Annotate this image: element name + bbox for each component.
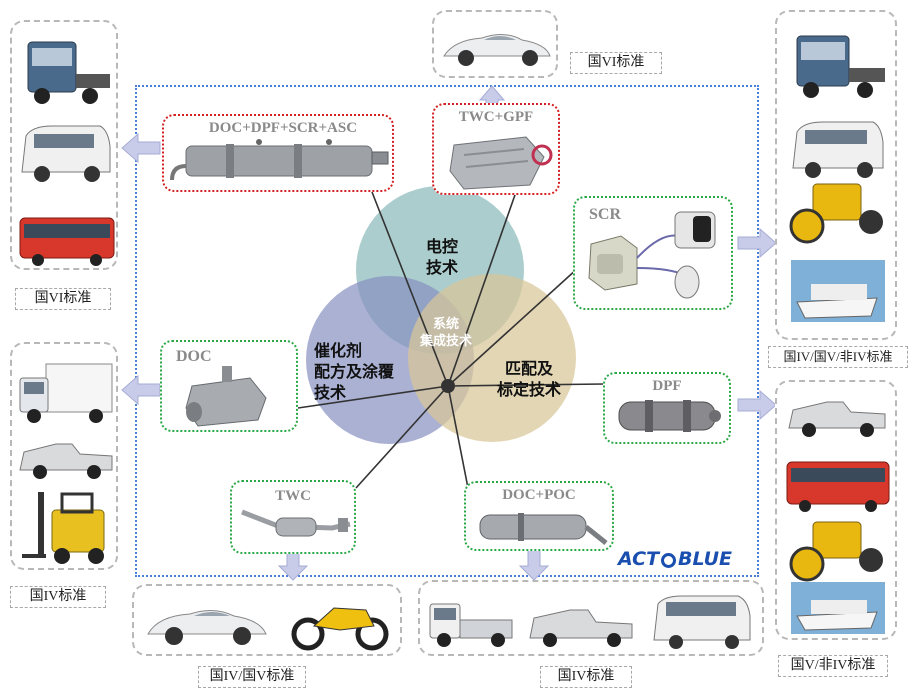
product-title: SCR: [589, 206, 622, 223]
vehicle-icons-left-bottom: [19, 363, 113, 564]
road-roller-icon: [789, 521, 883, 582]
standard-label-left-top: 国VI标准: [15, 288, 111, 310]
product-title: DOC+POC: [502, 487, 576, 503]
product-scr: SCR: [573, 196, 733, 310]
brand-logo: ACT BLUE: [618, 548, 754, 574]
vehicle-group-right-top: [775, 10, 897, 340]
pickup-icon: [19, 443, 113, 479]
product-title: DOC+DPF+SCR+ASC: [208, 120, 358, 136]
circle-label-electronic-control: 电控 技术: [425, 237, 458, 277]
twc-pipe-icon: [241, 509, 351, 537]
arrow-left-icon: [121, 374, 161, 406]
vehicle-group-left-top: [10, 20, 118, 270]
arrow-down-icon: [518, 549, 550, 581]
arrow-right-icon: [737, 389, 777, 421]
product-title: DOC: [176, 348, 212, 365]
vehicle-group-left-bottom: [10, 342, 118, 570]
doc-poc-icon: [479, 513, 608, 545]
vehicle-group-bottom-left: [132, 584, 402, 656]
sports-car-icon: [147, 610, 267, 645]
vehicle-icons-bottom-right: [429, 595, 751, 649]
product-title: TWC: [275, 488, 311, 504]
truck-tractor-icon: [796, 35, 885, 98]
vehicle-icons-bottom-left: [147, 607, 389, 651]
exhaust-system-icon: [170, 139, 389, 181]
city-bus-icon: [786, 461, 890, 512]
vehicle-group-bottom-right: [418, 580, 764, 656]
product-title: DPF: [652, 378, 682, 394]
doc-converter-icon: [185, 366, 267, 427]
vehicle-icons-right-top: [789, 35, 885, 322]
standard-label-bottom-right: 国IV标准: [540, 666, 632, 688]
product-doc-dpf-scr-asc: DOC+DPF+SCR+ASC: [162, 114, 394, 192]
scr-system-icon: [588, 211, 716, 299]
standard-label-right-bottom: 国V/非IV标准: [778, 655, 888, 677]
product-twc: TWC: [230, 480, 356, 554]
product-dpf: DPF: [603, 372, 731, 444]
product-title: TWC+GPF: [458, 109, 534, 125]
system-frame: [135, 85, 759, 577]
circle-label-calibration: 匹配及 标定技术: [496, 359, 561, 399]
product-doc: DOC: [160, 340, 298, 432]
arrow-right-icon: [737, 227, 777, 259]
pickup-icon: [529, 609, 633, 647]
light-truck-icon: [429, 603, 513, 647]
motorcycle-icon: [291, 607, 389, 651]
dpf-filter-icon: [618, 400, 721, 432]
arrow-up-icon: [478, 85, 506, 105]
truck-tractor-icon: [27, 41, 110, 104]
box-truck-icon: [19, 363, 113, 423]
sports-car-icon: [443, 34, 551, 66]
vehicle-group-top: [432, 10, 558, 78]
city-bus-icon: [19, 217, 115, 266]
minivan-icon: [653, 595, 751, 649]
brand-logo-part2: BLUE: [678, 548, 732, 570]
standard-label-left-bottom: 国IV标准: [10, 586, 106, 608]
arrow-left-icon: [121, 132, 161, 164]
product-doc-poc: DOC+POC: [464, 481, 614, 551]
standard-label-right-top: 国IV/国V/非IV标准: [768, 346, 908, 368]
pickup-icon: [788, 401, 886, 437]
standard-label-top: 国VI标准: [570, 52, 662, 74]
van-icon: [792, 121, 884, 178]
vehicle-icons-right-bottom: [786, 401, 890, 634]
forklift-icon: [22, 492, 105, 564]
brand-logo-part1: ACT: [618, 548, 660, 570]
vehicle-icons-left-top: [19, 41, 115, 266]
hub-dot: [441, 379, 455, 393]
brand-logo-circle-icon: [661, 553, 677, 568]
circle-label-catalyst: 催化剂 配方及涂覆 技术: [314, 341, 395, 402]
vehicle-group-right-bottom: [775, 380, 897, 640]
cruise-ship-icon: [791, 582, 885, 634]
road-roller-icon: [789, 183, 883, 244]
standard-label-bottom-left: 国IV/国V标准: [198, 666, 306, 688]
cruise-ship-icon: [791, 260, 885, 322]
van-icon: [21, 125, 111, 182]
product-twc-gpf: TWC+GPF: [432, 103, 560, 195]
catalytic-converter-icon: [449, 136, 553, 190]
circle-label-system-integration: 系统 集成技术: [419, 317, 472, 349]
